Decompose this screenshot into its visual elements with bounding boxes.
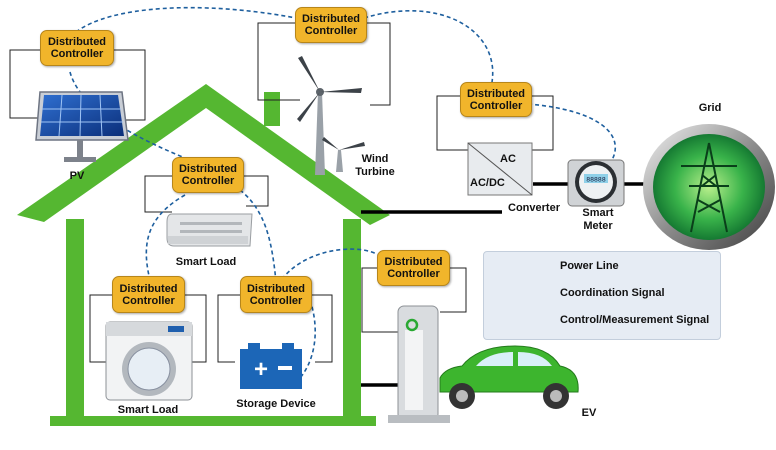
grid-icon <box>643 124 775 250</box>
meter-display: 88888 <box>586 177 606 184</box>
legend-coordination-label: Coordination Signal <box>560 287 665 299</box>
legend-power-line-label: Power Line <box>560 260 619 272</box>
pv-panel-icon <box>35 91 129 162</box>
converter-box-icon <box>467 142 533 196</box>
battery-plus-sign: + <box>254 356 268 383</box>
smart-meter-icon: 88888 <box>567 159 625 207</box>
wind-turbine-icon <box>297 56 365 175</box>
label-storage-device: Storage Device <box>236 398 316 410</box>
control-loops <box>9 22 554 363</box>
ev-car-icon <box>439 345 579 409</box>
air-conditioner-icon <box>166 213 253 247</box>
washing-machine-icon <box>105 321 193 401</box>
label-smart-load-washer: Smart Load <box>117 404 179 416</box>
ev-charger-icon <box>388 305 450 423</box>
legend-box <box>483 251 721 340</box>
label-grid: Grid <box>698 102 722 114</box>
label-converter: Converter <box>508 202 560 214</box>
coordination-signal <box>69 6 617 379</box>
house-outline <box>17 84 390 426</box>
legend-control-label: Control/Measurement Signal <box>560 314 710 326</box>
label-acdc: AC/DC <box>470 177 505 189</box>
battery-icon: + <box>240 343 302 389</box>
label-pv: PV <box>69 170 85 182</box>
label-ac: AC <box>500 153 516 165</box>
label-smart-load-air-conditioner: Smart Load <box>175 256 237 268</box>
label-ev: EV <box>581 407 597 419</box>
